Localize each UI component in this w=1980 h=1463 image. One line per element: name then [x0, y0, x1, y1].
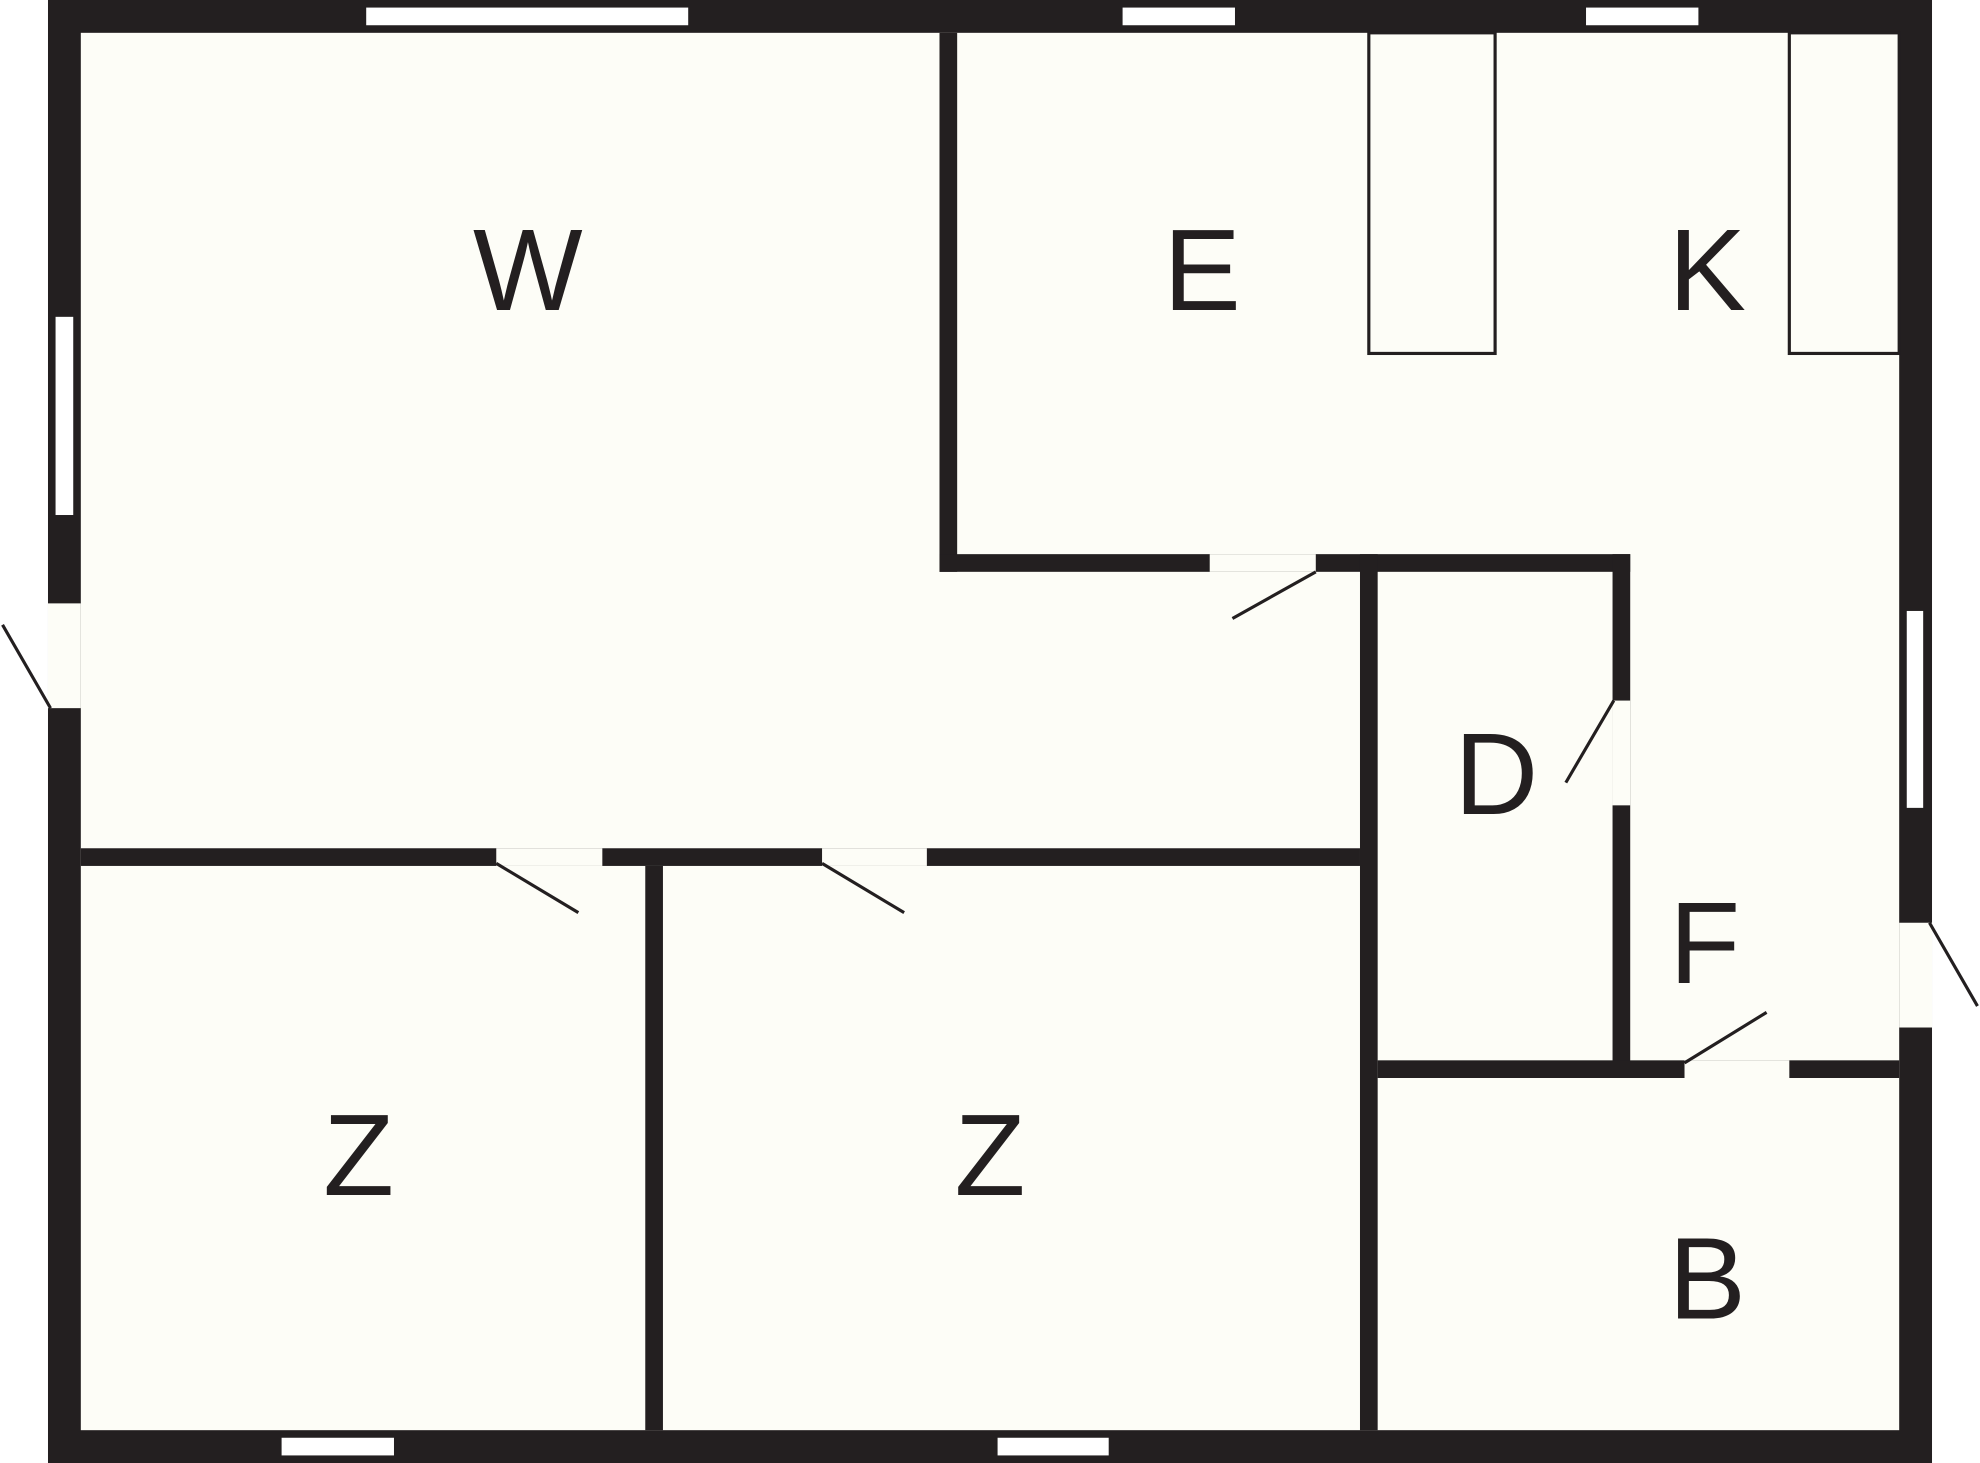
door-swing-storage [1564, 699, 1616, 784]
room-label-hall: F [1669, 878, 1740, 1008]
door-opening-dining [1209, 554, 1316, 572]
room-label-kitchen: K [1669, 205, 1746, 335]
kitchen-counter-1 [1367, 31, 1497, 356]
wall-living-rooms [80, 848, 1360, 866]
window-right [1906, 610, 1924, 808]
door-opening-room-left [496, 848, 603, 866]
room-label-living: W [473, 205, 583, 335]
wall-living-dining [939, 32, 958, 572]
room-label-dining: E [1163, 205, 1240, 335]
window-bottom-1 [281, 1437, 394, 1456]
door-swing-dining [1231, 570, 1317, 620]
window-left [55, 316, 74, 516]
room-label-room-middle: Z [955, 1090, 1026, 1220]
window-bottom-2 [997, 1437, 1109, 1456]
door-opening-bath [1684, 1060, 1790, 1078]
window-top-3 [1586, 7, 1699, 26]
kitchen-counter-2 [1787, 31, 1901, 356]
wall-vertical-center [1359, 554, 1378, 1431]
window-top-2 [1122, 7, 1235, 26]
door-opening-right [1899, 922, 1933, 1028]
door-opening-storage [1612, 700, 1631, 806]
door-opening-room-middle [822, 848, 927, 866]
wall-bath-top [1377, 1060, 1900, 1078]
door-swing-bath [1683, 1011, 1768, 1065]
wall-storage-hall [1612, 554, 1631, 1078]
door-opening-left [47, 603, 81, 709]
window-top-1 [366, 7, 689, 26]
door-swing-right [1928, 921, 1979, 1007]
door-swing-left [1, 624, 52, 709]
door-swing-room-left [495, 862, 580, 914]
room-label-bath: B [1669, 1214, 1746, 1344]
door-swing-room-middle [821, 862, 905, 914]
wall-rooms [645, 865, 663, 1431]
room-label-room-left: Z [323, 1090, 394, 1220]
room-label-storage: D [1454, 709, 1538, 839]
